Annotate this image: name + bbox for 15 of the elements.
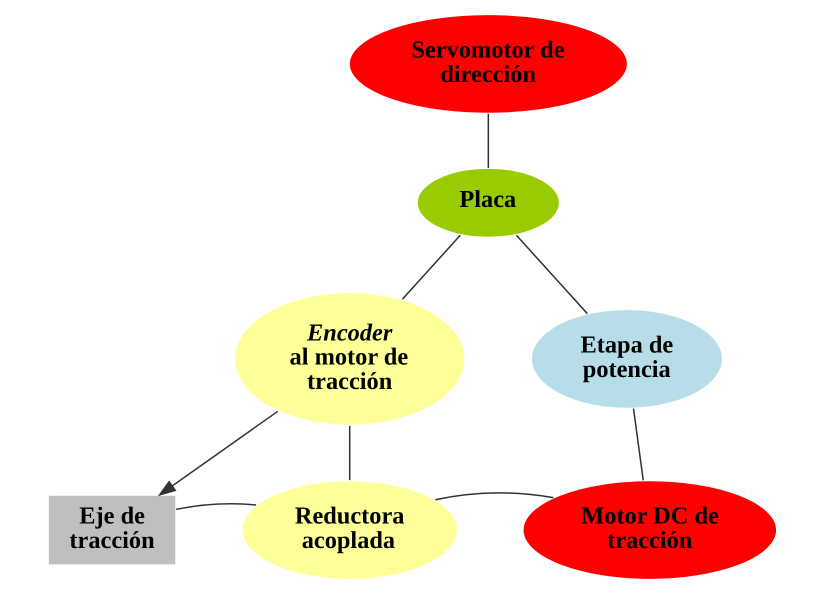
connector <box>515 234 588 314</box>
node-ellipse: Placa <box>416 167 560 238</box>
connector <box>401 234 460 300</box>
node-ellipse: Reductora acoplada <box>240 480 458 580</box>
connector <box>175 503 256 510</box>
node-ellipse: Encoder al motor de tracción <box>232 292 466 426</box>
connector <box>434 492 554 500</box>
node-ellipse: Servomotor de dirección <box>348 14 628 114</box>
arrow <box>157 410 278 496</box>
connector <box>487 114 489 168</box>
connector <box>348 426 350 480</box>
connector <box>632 408 644 480</box>
node-ellipse: Etapa de potencia <box>530 308 723 410</box>
node-box: Eje de tracción <box>46 494 176 566</box>
node-ellipse: Motor DC de tracción <box>522 480 778 580</box>
